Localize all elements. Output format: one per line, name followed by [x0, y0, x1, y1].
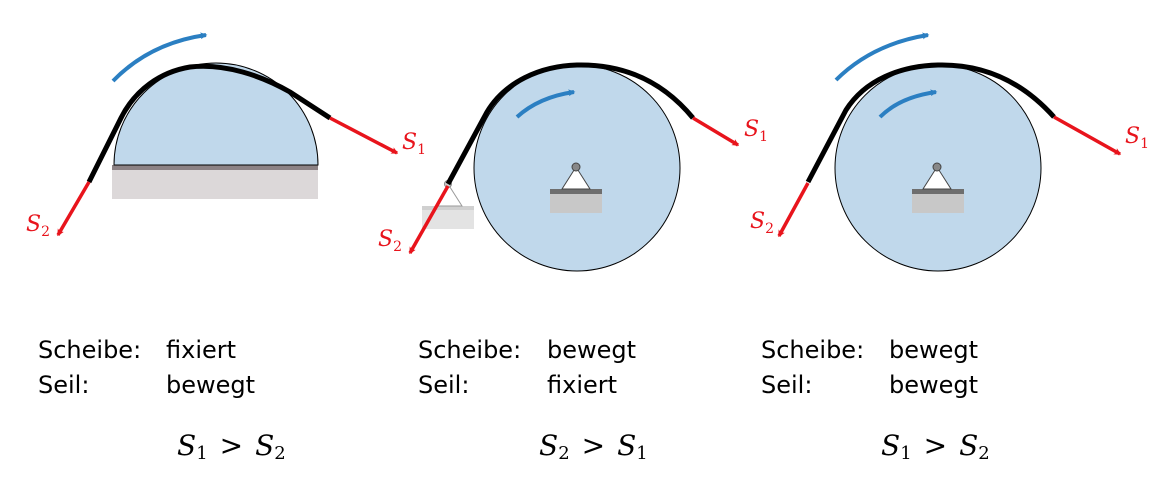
relation-operator: > — [923, 429, 948, 462]
relation-left-index: 1 — [196, 443, 208, 464]
force-arrow-s2 — [777, 182, 810, 238]
bearing-pin — [932, 162, 942, 172]
relation-left-index: 1 — [900, 443, 912, 464]
fixed-half-disc — [113, 62, 319, 166]
force-label-s2: S2 — [750, 209, 774, 237]
relation-right-index: 2 — [978, 443, 990, 464]
force-arrow-s2 — [56, 181, 91, 237]
bearing-base — [912, 193, 964, 213]
bearing-bracket — [561, 166, 591, 190]
caption-3-row2-label: Seil: — [761, 371, 813, 399]
panel-2: S1 S2 — [378, 62, 768, 272]
disc-rotation-arrow — [515, 89, 576, 119]
relation-3: S1>S2 — [881, 432, 990, 463]
panel-3: S1 S2 — [750, 32, 1149, 272]
bearing-pin — [571, 162, 581, 172]
caption-2-row1-value: bewegt — [547, 336, 637, 364]
relation-left-index: 2 — [558, 443, 570, 464]
caption-2-row2-value: fixiert — [547, 371, 618, 399]
anchor-block — [422, 209, 474, 229]
force-label-s2: S2 — [378, 227, 402, 255]
caption-2-row1-label: Scheibe: — [418, 336, 522, 364]
bearing-plate — [550, 189, 602, 194]
force-label-s1: S1 — [1125, 124, 1149, 152]
relation-operator: > — [581, 429, 606, 462]
relation-right-index: 2 — [274, 443, 286, 464]
rope — [86, 63, 332, 184]
force-label-s1: S1 — [402, 130, 426, 158]
relation-2: S2>S1 — [539, 432, 648, 463]
caption-3-row2-value: bewegt — [889, 371, 979, 399]
relation-operator: > — [219, 429, 244, 462]
panel-1: S1 S2 — [26, 32, 426, 240]
relation-right-symbol: S — [959, 429, 979, 462]
force-arrow-s2 — [408, 185, 450, 255]
bearing-bracket — [922, 166, 952, 190]
force-arrow-s1 — [692, 116, 740, 147]
caption-1-row1-value: fixiert — [166, 336, 237, 364]
caption-1-row2-value: bewegt — [166, 371, 256, 399]
ground-block — [112, 169, 318, 199]
rope-motion-arrow — [834, 32, 930, 82]
caption-1-row2-label: Seil: — [38, 371, 90, 399]
rope — [445, 62, 695, 186]
force-arrow-s1 — [329, 116, 399, 155]
caption-1-row1-label: Scheibe: — [38, 336, 142, 364]
force-arrow-s1 — [1053, 115, 1122, 156]
caption-3-row1-label: Scheibe: — [761, 336, 865, 364]
rope — [805, 62, 1056, 184]
relation-right-symbol: S — [617, 429, 637, 462]
relation-right-symbol: S — [255, 429, 275, 462]
relation-right-index: 1 — [636, 443, 648, 464]
relation-left-symbol: S — [881, 429, 901, 462]
anchor-plate — [422, 206, 474, 210]
rope-motion-arrow — [111, 32, 208, 83]
relation-left-symbol: S — [177, 429, 197, 462]
disc-rotation-arrow — [878, 89, 938, 119]
force-label-s1: S1 — [744, 117, 768, 145]
ground-edge — [112, 165, 318, 170]
force-label-s2: S2 — [26, 212, 50, 240]
relation-1: S1>S2 — [177, 432, 286, 463]
relation-left-symbol: S — [539, 429, 559, 462]
bearing-plate — [912, 189, 964, 194]
caption-2-row2-label: Seil: — [418, 371, 470, 399]
caption-3-row1-value: bewegt — [889, 336, 979, 364]
bearing-base — [550, 193, 602, 213]
